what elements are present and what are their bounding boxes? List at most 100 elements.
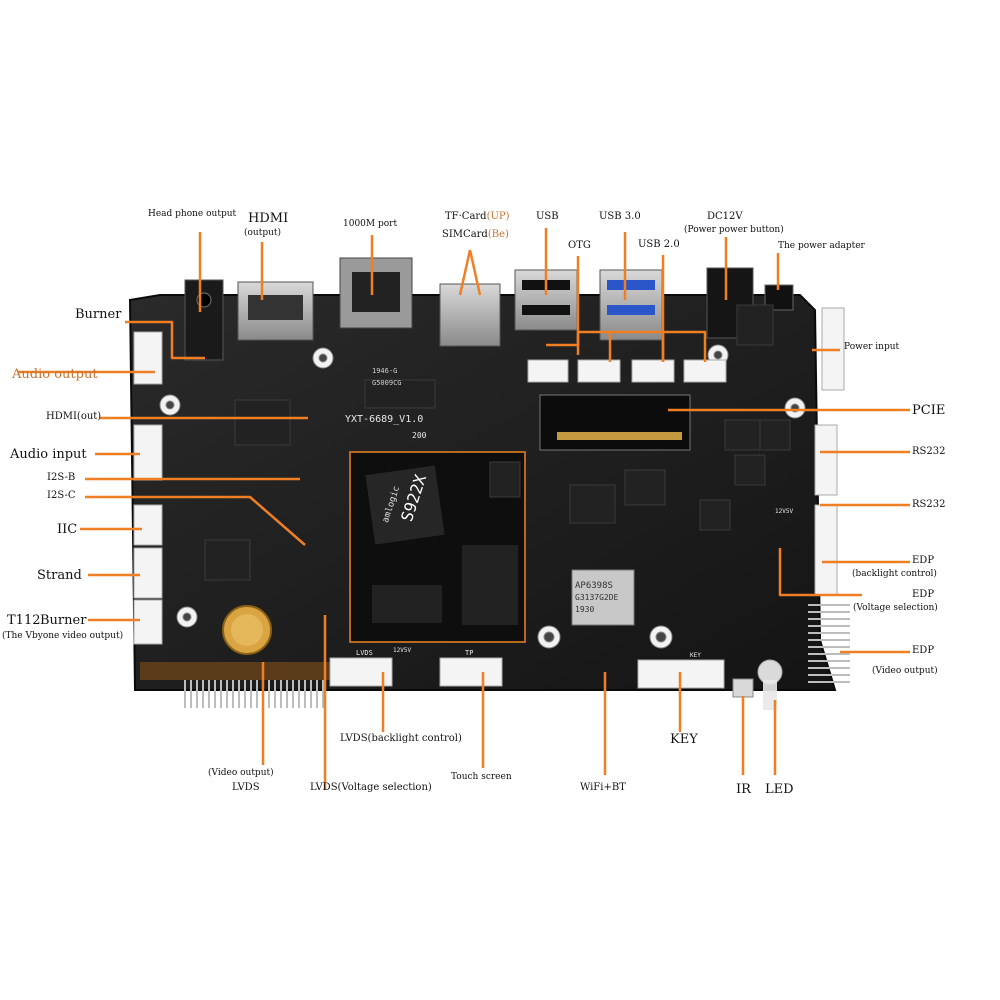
header-pin [808, 611, 850, 613]
label-audio-output: Audio output [12, 367, 98, 382]
label-i2s-c: I2S-C [47, 490, 76, 501]
label-head-phone-output: Head phone output [148, 209, 237, 219]
header-pin [226, 680, 228, 708]
wifi-module-name: AP6398S [575, 581, 613, 591]
silk-tp: TP [465, 649, 473, 657]
label-i2s-b: I2S-B [47, 472, 76, 483]
header-pin [280, 680, 282, 708]
chip-mark-1: 1946-G [372, 367, 397, 375]
header-pin [274, 680, 276, 708]
header-pin [298, 680, 300, 708]
tf-sim-slot [439, 283, 501, 347]
callout-lines [18, 228, 910, 790]
label-burner-top: Burner [75, 307, 122, 322]
label-wifi-bt: WiFi+BT [580, 782, 626, 793]
label-pcie: PCIE [912, 403, 946, 418]
label-lvds-video-sub: (Video output) [208, 768, 274, 778]
label-rs232-b: RS232 [912, 499, 946, 510]
label-hdmi-top: HDMI [248, 211, 289, 226]
header-pin [808, 618, 850, 620]
header-pin [286, 680, 288, 708]
header-pin [808, 632, 850, 634]
white-connectors [133, 307, 845, 689]
label-usb30: USB 3.0 [599, 211, 641, 222]
label-tf-card-position: (UP) [486, 211, 510, 222]
header-pin [292, 680, 294, 708]
label-1000m-port: 1000M port [343, 219, 398, 229]
label-lvds-voltage: LVDS(Voltage selection) [310, 782, 432, 793]
silk-model: YXT-6689_V1.0 [345, 414, 423, 425]
label-otg: OTG [568, 240, 591, 251]
label-hdmi-out: HDMI(out) [46, 411, 102, 422]
header-pin [190, 680, 192, 708]
ethernet-port [339, 257, 413, 329]
header-pin [256, 680, 258, 708]
label-edp-video: EDP [912, 645, 935, 656]
header-pin [208, 680, 210, 708]
coin-cell [222, 605, 272, 655]
wifi-module-date: 1930 [575, 605, 594, 614]
label-edp-backlight-sub: (backlight control) [852, 569, 937, 579]
header-pin [232, 680, 234, 708]
label-lvds-backlight: LVDS(backlight control) [340, 733, 462, 744]
usb3-port [599, 269, 663, 341]
header-pin [808, 660, 850, 662]
label-usb20: USB 2.0 [638, 239, 680, 250]
label-power-input: Power input [844, 342, 900, 352]
wifi-module-code: G3137G2DE [575, 593, 619, 602]
label-audio-input: Audio input [10, 447, 87, 462]
headphone-jack [184, 279, 224, 361]
label-edp-voltage: EDP [912, 589, 935, 600]
header-pin [808, 674, 850, 676]
silk-edp-v: 12V5V [775, 508, 793, 515]
label-edp-video-sub: (Video output) [872, 666, 938, 676]
label-iic: IIC [57, 522, 78, 537]
header-pin [808, 653, 850, 655]
label-hdmi-top-sub: (output) [244, 228, 282, 238]
header-pin [202, 680, 204, 708]
label-rs232-a: RS232 [912, 446, 946, 457]
header-pin [184, 680, 186, 708]
header-pin [310, 680, 312, 708]
silk-key: KEY [690, 652, 701, 659]
header-pin [220, 680, 222, 708]
label-dc12v-sub: (Power power button) [684, 225, 784, 235]
header-pin [808, 681, 850, 683]
label-t112: T112 [7, 613, 41, 628]
silk-lvds: LVDS [356, 649, 373, 657]
label-strand: Strand [37, 568, 82, 583]
header-pin [304, 680, 306, 708]
silk-lvds-v: 12V5V [393, 647, 411, 654]
silk-200: 200 [412, 431, 427, 440]
label-touch-screen: Touch screen [451, 772, 512, 782]
hdmi-port [237, 281, 314, 341]
header-pin [316, 680, 318, 708]
label-dc12v: DC12V [707, 211, 743, 222]
label-usb: USB [536, 211, 559, 222]
mounting-holes [159, 344, 806, 649]
header-pin [322, 680, 324, 708]
label-edp-voltage-sub: (Voltage selection) [853, 603, 938, 613]
header-pin [238, 680, 240, 708]
header-pin [268, 680, 270, 708]
label-key: KEY [670, 732, 698, 747]
led [757, 659, 783, 710]
edp-pin-header [808, 604, 850, 683]
label-tf-card: TF·Card(UP) [445, 211, 510, 222]
label-edp-backlight: EDP [912, 555, 935, 566]
label-sim-card: SIMCard(Be) [442, 229, 509, 240]
label-ir: IR [736, 782, 751, 797]
header-pin [196, 680, 198, 708]
label-power-adapter: The power adapter [778, 241, 865, 251]
label-sim-card-position: (Be) [487, 229, 509, 240]
header-pin [808, 604, 850, 606]
small-chips [204, 304, 791, 581]
pcie-slot [539, 394, 691, 451]
header-pin [808, 667, 850, 669]
header-pin [250, 680, 252, 708]
ir-receiver [732, 678, 754, 698]
header-pin [808, 646, 850, 648]
label-led: LED [765, 782, 794, 797]
